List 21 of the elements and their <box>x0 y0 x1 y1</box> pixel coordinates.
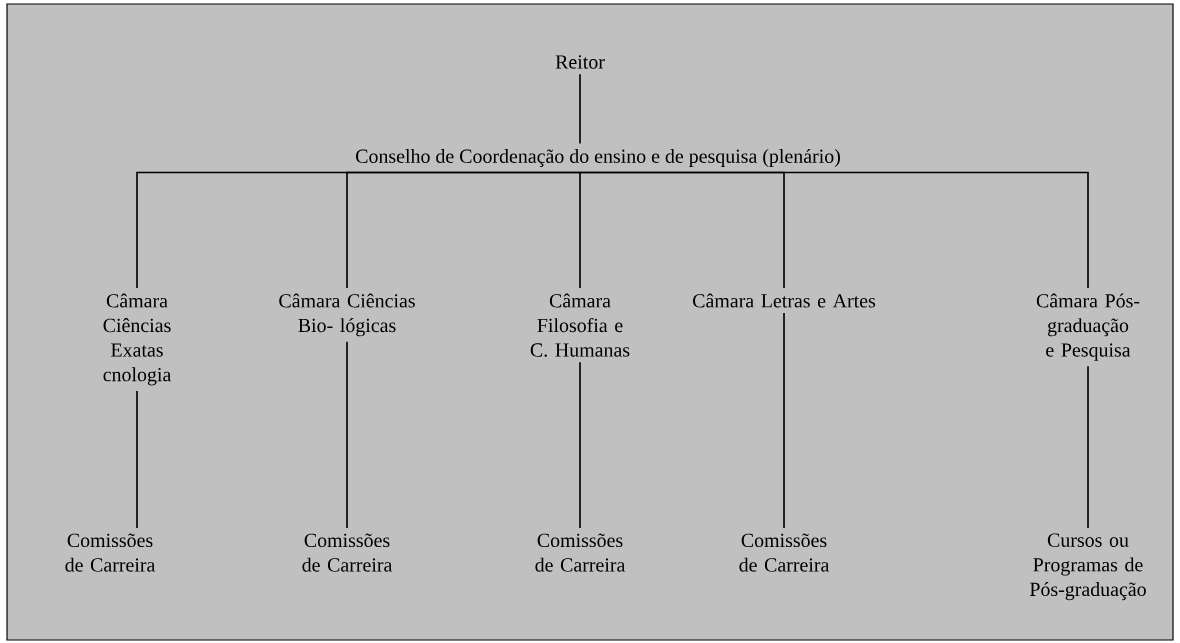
org-unit: Câmara Filosofia e C. Humanas <box>530 293 630 357</box>
connector-line <box>136 390 138 529</box>
org-unit: Câmara Pós- graduação e Pesquisa <box>1036 293 1140 361</box>
connector-line <box>1087 365 1089 529</box>
connector-line <box>579 361 581 529</box>
connector-line <box>783 312 785 529</box>
connector-line <box>346 340 348 529</box>
org-unit: Reitor <box>555 55 605 69</box>
org-unit: Câmara Ciências Exatas cnologia <box>103 293 172 386</box>
org-unit: Comissões de Carreira <box>302 533 393 572</box>
connector-line <box>579 73 581 145</box>
connector-line <box>346 171 581 289</box>
org-unit: Câmara Ciências Bio- lógicas <box>279 293 415 337</box>
org-unit: Cursos ou Programas de Pós-graduação <box>1029 533 1146 601</box>
org-unit: Comissões de Carreira <box>535 533 626 572</box>
org-unit: Câmara Letras e Artes <box>693 293 876 308</box>
org-unit: Conselho de Coordenação do ensino e de pesquisa (plenário) <box>356 148 840 168</box>
org-unit: Comissões de Carreira <box>65 533 156 572</box>
connector-line <box>579 171 581 289</box>
org-unit: Comissões de Carreira <box>739 533 830 572</box>
connector-line <box>579 171 1089 289</box>
